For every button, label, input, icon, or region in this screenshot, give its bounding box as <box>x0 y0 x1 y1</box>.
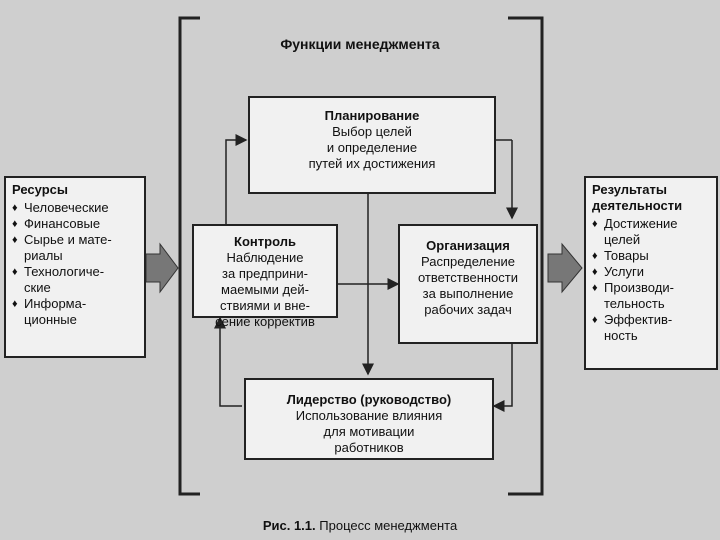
control-line-4: ствиями и вне- <box>220 298 310 313</box>
caption-text: Процесс менеджмента <box>319 518 458 533</box>
control-line-5: сение корректив <box>215 314 315 329</box>
control-box: Контроль Наблюдение за предприни- маемым… <box>192 224 338 329</box>
organization-line-2: ответственности <box>417 270 518 285</box>
organization-box: Организация Распределение ответственност… <box>398 224 538 344</box>
arrow-organization-to-leadership <box>492 344 513 412</box>
control-title: Контроль <box>234 234 296 249</box>
control-line-3: маемыми дей- <box>221 282 309 297</box>
resource-item-raw-materials: Сырье и мате-риалы <box>12 232 138 264</box>
caption-label: Рис. 1.1. <box>262 518 316 533</box>
leadership-box: Лидерство (руководство) Использование вл… <box>244 378 494 460</box>
leadership-line-3: работников <box>334 440 404 455</box>
result-item-productivity: Производи-тельность <box>592 280 710 312</box>
arrow-leadership-to-control <box>214 316 242 407</box>
result-item-efficiency: Эффектив-ность <box>592 312 710 344</box>
planning-line-1: Выбор целей <box>332 124 412 139</box>
frame-bracket-left <box>178 16 200 496</box>
resource-item-financial: Финансовые <box>12 216 138 232</box>
input-arrow <box>145 242 179 294</box>
organization-line-1: Распределение <box>420 254 516 269</box>
figure-caption: Рис. 1.1. Процесс менеджмента <box>0 518 720 533</box>
result-item-goods: Товары <box>592 248 710 264</box>
resource-item-human: Человеческие <box>12 200 138 216</box>
leadership-title: Лидерство (руководство) <box>286 392 452 407</box>
resources-box: Ресурсы Человеческие Финансовые Сырье и … <box>4 176 146 358</box>
arrow-control-to-planning <box>225 134 248 224</box>
resource-item-technological: Технологиче-ские <box>12 264 138 296</box>
output-arrow <box>547 242 583 294</box>
results-title: Результаты <box>592 182 667 197</box>
functions-title: Функции менеджмента <box>280 36 440 52</box>
resources-title: Ресурсы <box>12 182 68 197</box>
leadership-line-1: Использование влияния <box>295 408 443 423</box>
planning-line-2: и определение <box>326 140 418 155</box>
frame-bracket-right <box>508 16 544 496</box>
organization-title: Организация <box>426 238 510 253</box>
control-line-1: Наблюдение <box>226 250 304 265</box>
planning-line-3: путей их достижения <box>308 156 436 171</box>
organization-line-3: за выполнение <box>422 286 514 301</box>
organization-line-4: рабочих задач <box>424 302 512 317</box>
planning-box: Планирование Выбор целей и определение п… <box>248 96 496 194</box>
leadership-line-2: для мотивации <box>323 424 415 439</box>
results-box: Результаты деятельности Достижениецелей … <box>584 176 718 370</box>
control-line-2: за предприни- <box>222 266 308 281</box>
resource-item-information: Информа-ционные <box>12 296 138 328</box>
result-item-services: Услуги <box>592 264 710 280</box>
planning-title: Планирование <box>324 108 420 123</box>
results-title-2: деятельности <box>592 198 683 213</box>
